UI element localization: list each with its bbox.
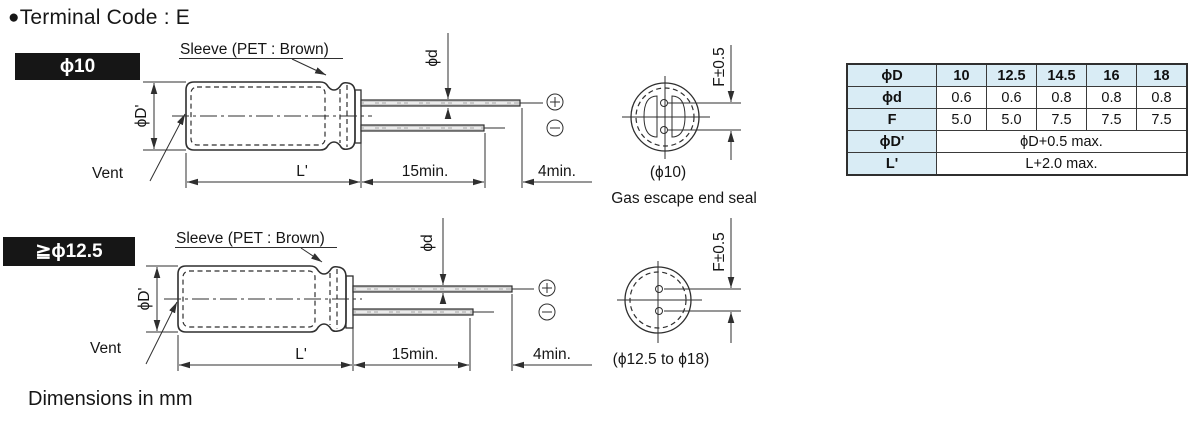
diagram-phi12-5: Sleeve (PET : Brown) ϕd xyxy=(90,218,741,371)
end-view-caption: (ϕ10) xyxy=(650,164,686,181)
lead-hole xyxy=(660,99,668,107)
lead-dia-label: ϕd xyxy=(424,49,441,66)
sleeve-label: Sleeve (PET : Brown) xyxy=(180,41,329,58)
table-cell: 0.6 xyxy=(936,86,987,109)
polarity-positive-icon xyxy=(546,93,564,111)
table-header-cell: 12.5 xyxy=(986,63,1037,87)
diameter-badge-phi12-5: ≧ϕ12.5 xyxy=(3,237,135,266)
body-dia-label: ϕD' xyxy=(136,288,153,311)
table-cell: 0.6 xyxy=(986,86,1037,109)
table-header-row: ϕD 10 12.5 14.5 16 18 xyxy=(846,63,1188,87)
page-title-text: Terminal Code : E xyxy=(19,6,190,29)
table-cell: 5.0 xyxy=(986,108,1037,131)
gas-escape-note: Gas escape end seal xyxy=(611,190,757,207)
table-cell: 0.8 xyxy=(1136,86,1188,109)
sleeve-label: Sleeve (PET : Brown) xyxy=(176,230,325,247)
vent-label: Vent xyxy=(90,340,122,357)
table-cell: 0.8 xyxy=(1086,86,1137,109)
vent-label: Vent xyxy=(92,165,124,182)
table-header-cell: 14.5 xyxy=(1036,63,1087,87)
capacitor-body xyxy=(177,265,347,333)
row-label: F xyxy=(846,108,937,131)
body-length-label: L' xyxy=(296,163,308,180)
capacitor-body xyxy=(185,81,356,151)
body-dia-label: ϕD' xyxy=(133,105,150,128)
table-cell: 0.8 xyxy=(1036,86,1087,109)
diagram-phi10: Sleeve (PET : Brown) ϕd xyxy=(92,33,757,207)
table-merged-cell: ϕD+0.5 max. xyxy=(936,130,1188,153)
table-header-label: ϕD xyxy=(846,63,937,87)
lead-hole xyxy=(660,126,668,134)
table-row: L' L+2.0 max. xyxy=(846,152,1188,176)
vent-leader-arrow xyxy=(145,301,178,365)
lead-hole xyxy=(655,307,663,315)
tip-length-label: 4min. xyxy=(538,163,576,180)
polarity-positive-icon xyxy=(538,279,556,297)
table-cell: 7.5 xyxy=(1036,108,1087,131)
end-view-caption: (ϕ12.5 to ϕ18) xyxy=(613,351,710,368)
row-label: L' xyxy=(846,152,937,176)
end-view-phi12-5-to-18: F±0.5 xyxy=(617,218,741,343)
diameter-badge-phi10: ϕ10 xyxy=(15,53,140,80)
seal-plate xyxy=(345,275,354,329)
dimensions-note: Dimensions in mm xyxy=(28,388,193,410)
table-header-cell: 18 xyxy=(1136,63,1188,87)
dimension-spec-table: ϕD 10 12.5 14.5 16 18 ϕd 0.6 0.6 0.8 0.8… xyxy=(846,63,1188,176)
lead-hole xyxy=(655,285,663,293)
row-label: ϕD' xyxy=(846,130,937,153)
gas-escape-cutout-right xyxy=(671,95,686,138)
capacitor-dimension-drawing: Sleeve (PET : Brown) ϕd xyxy=(90,33,757,371)
f-dim-label: F±0.5 xyxy=(711,47,728,87)
lead-length-label: 15min. xyxy=(392,346,439,363)
body-length-label: L' xyxy=(295,346,307,363)
page-title: ●Terminal Code : E xyxy=(8,6,190,30)
end-view-phi10: F±0.5 xyxy=(622,45,741,160)
table-cell: 7.5 xyxy=(1086,108,1137,131)
bullet-icon: ● xyxy=(8,7,20,28)
table-cell: 7.5 xyxy=(1136,108,1188,131)
sleeve-leader-arrow xyxy=(291,58,327,76)
gas-escape-cutout-left xyxy=(643,95,658,138)
polarity-negative-icon xyxy=(538,303,556,321)
vent-leader-arrow xyxy=(149,113,186,182)
tip-length-label: 4min. xyxy=(533,346,571,363)
polarity-negative-icon xyxy=(546,119,564,137)
sleeve-outline-dashed xyxy=(182,270,316,328)
f-dim-label: F±0.5 xyxy=(711,232,728,272)
table-header-cell: 10 xyxy=(936,63,987,87)
table-merged-cell: L+2.0 max. xyxy=(936,152,1188,176)
lead-length-label: 15min. xyxy=(402,163,449,180)
sleeve-leader-arrow xyxy=(300,247,323,263)
row-label: ϕd xyxy=(846,86,937,109)
table-row: ϕD' ϕD+0.5 max. xyxy=(846,130,1188,153)
lead-dia-label: ϕd xyxy=(419,234,436,251)
table-row: ϕd 0.6 0.6 0.8 0.8 0.8 xyxy=(846,86,1188,109)
table-row: F 5.0 5.0 7.5 7.5 7.5 xyxy=(846,108,1188,131)
table-cell: 5.0 xyxy=(936,108,987,131)
table-header-cell: 16 xyxy=(1086,63,1137,87)
